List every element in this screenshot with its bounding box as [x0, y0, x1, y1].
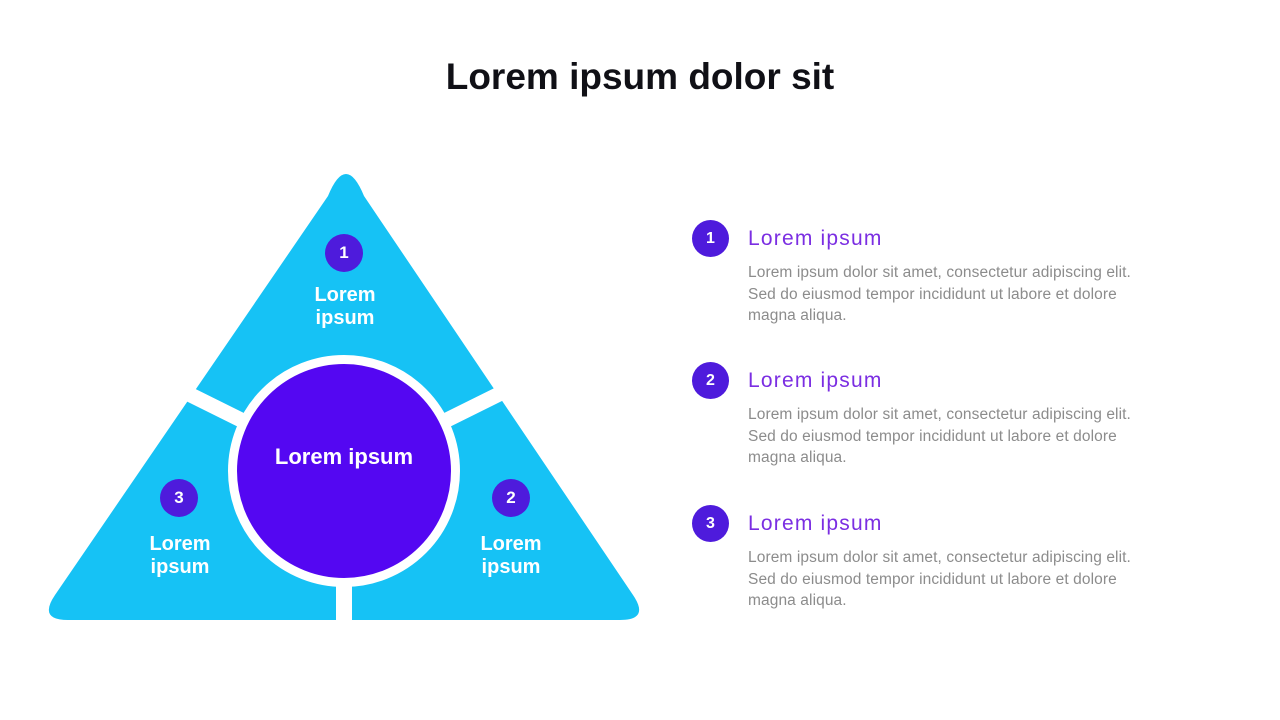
pyramid-diagram-svg [48, 174, 640, 620]
list-item-2-heading: Lorem ipsum [748, 369, 883, 392]
list-badge-1: 1 [692, 220, 729, 257]
list-item-1-content: Lorem ipsum Lorem ipsum dolor sit amet, … [748, 220, 1160, 327]
segment-label-1: Lorem ipsum [314, 284, 376, 329]
list-item-3-body: Lorem ipsum dolor sit amet, consectetur … [748, 549, 1131, 609]
list-item-3-heading: Lorem ipsum [748, 512, 883, 535]
list-badge-2-number: 2 [706, 371, 715, 389]
segment-badge-2: 2 [492, 479, 530, 517]
segment-label-3: Lorem ipsum [149, 533, 211, 578]
segment-badge-3-number: 3 [174, 488, 184, 507]
list-item-1-heading: Lorem ipsum [748, 227, 883, 250]
segment-badge-1: 1 [325, 234, 363, 272]
list-item-2-body: Lorem ipsum dolor sit amet, consectetur … [748, 406, 1131, 466]
list-badge-1-number: 1 [706, 229, 715, 247]
segment-badge-2-number: 2 [506, 488, 516, 507]
list-badge-3-number: 3 [706, 514, 715, 532]
segment-badge-3: 3 [160, 479, 198, 517]
slide-title: Lorem ipsum dolor sit [445, 56, 835, 97]
list-badge-2: 2 [692, 362, 729, 399]
list-item-1-body: Lorem ipsum dolor sit amet, consectetur … [748, 264, 1131, 324]
center-circle [228, 355, 460, 587]
list-badge-3: 3 [692, 505, 729, 542]
segment-badge-1-number: 1 [339, 243, 349, 262]
list-item-2-content: Lorem ipsum Lorem ipsum dolor sit amet, … [748, 362, 1160, 469]
list-item-2: 2 Lorem ipsum Lorem ipsum dolor sit amet… [692, 362, 1160, 469]
center-circle-label: Lorem ipsum [274, 444, 414, 469]
segment-label-2: Lorem ipsum [480, 533, 542, 578]
list-item-3: 3 Lorem ipsum Lorem ipsum dolor sit amet… [692, 505, 1160, 612]
list-item-3-content: Lorem ipsum Lorem ipsum dolor sit amet, … [748, 505, 1160, 612]
list-item-1: 1 Lorem ipsum Lorem ipsum dolor sit amet… [692, 220, 1160, 327]
